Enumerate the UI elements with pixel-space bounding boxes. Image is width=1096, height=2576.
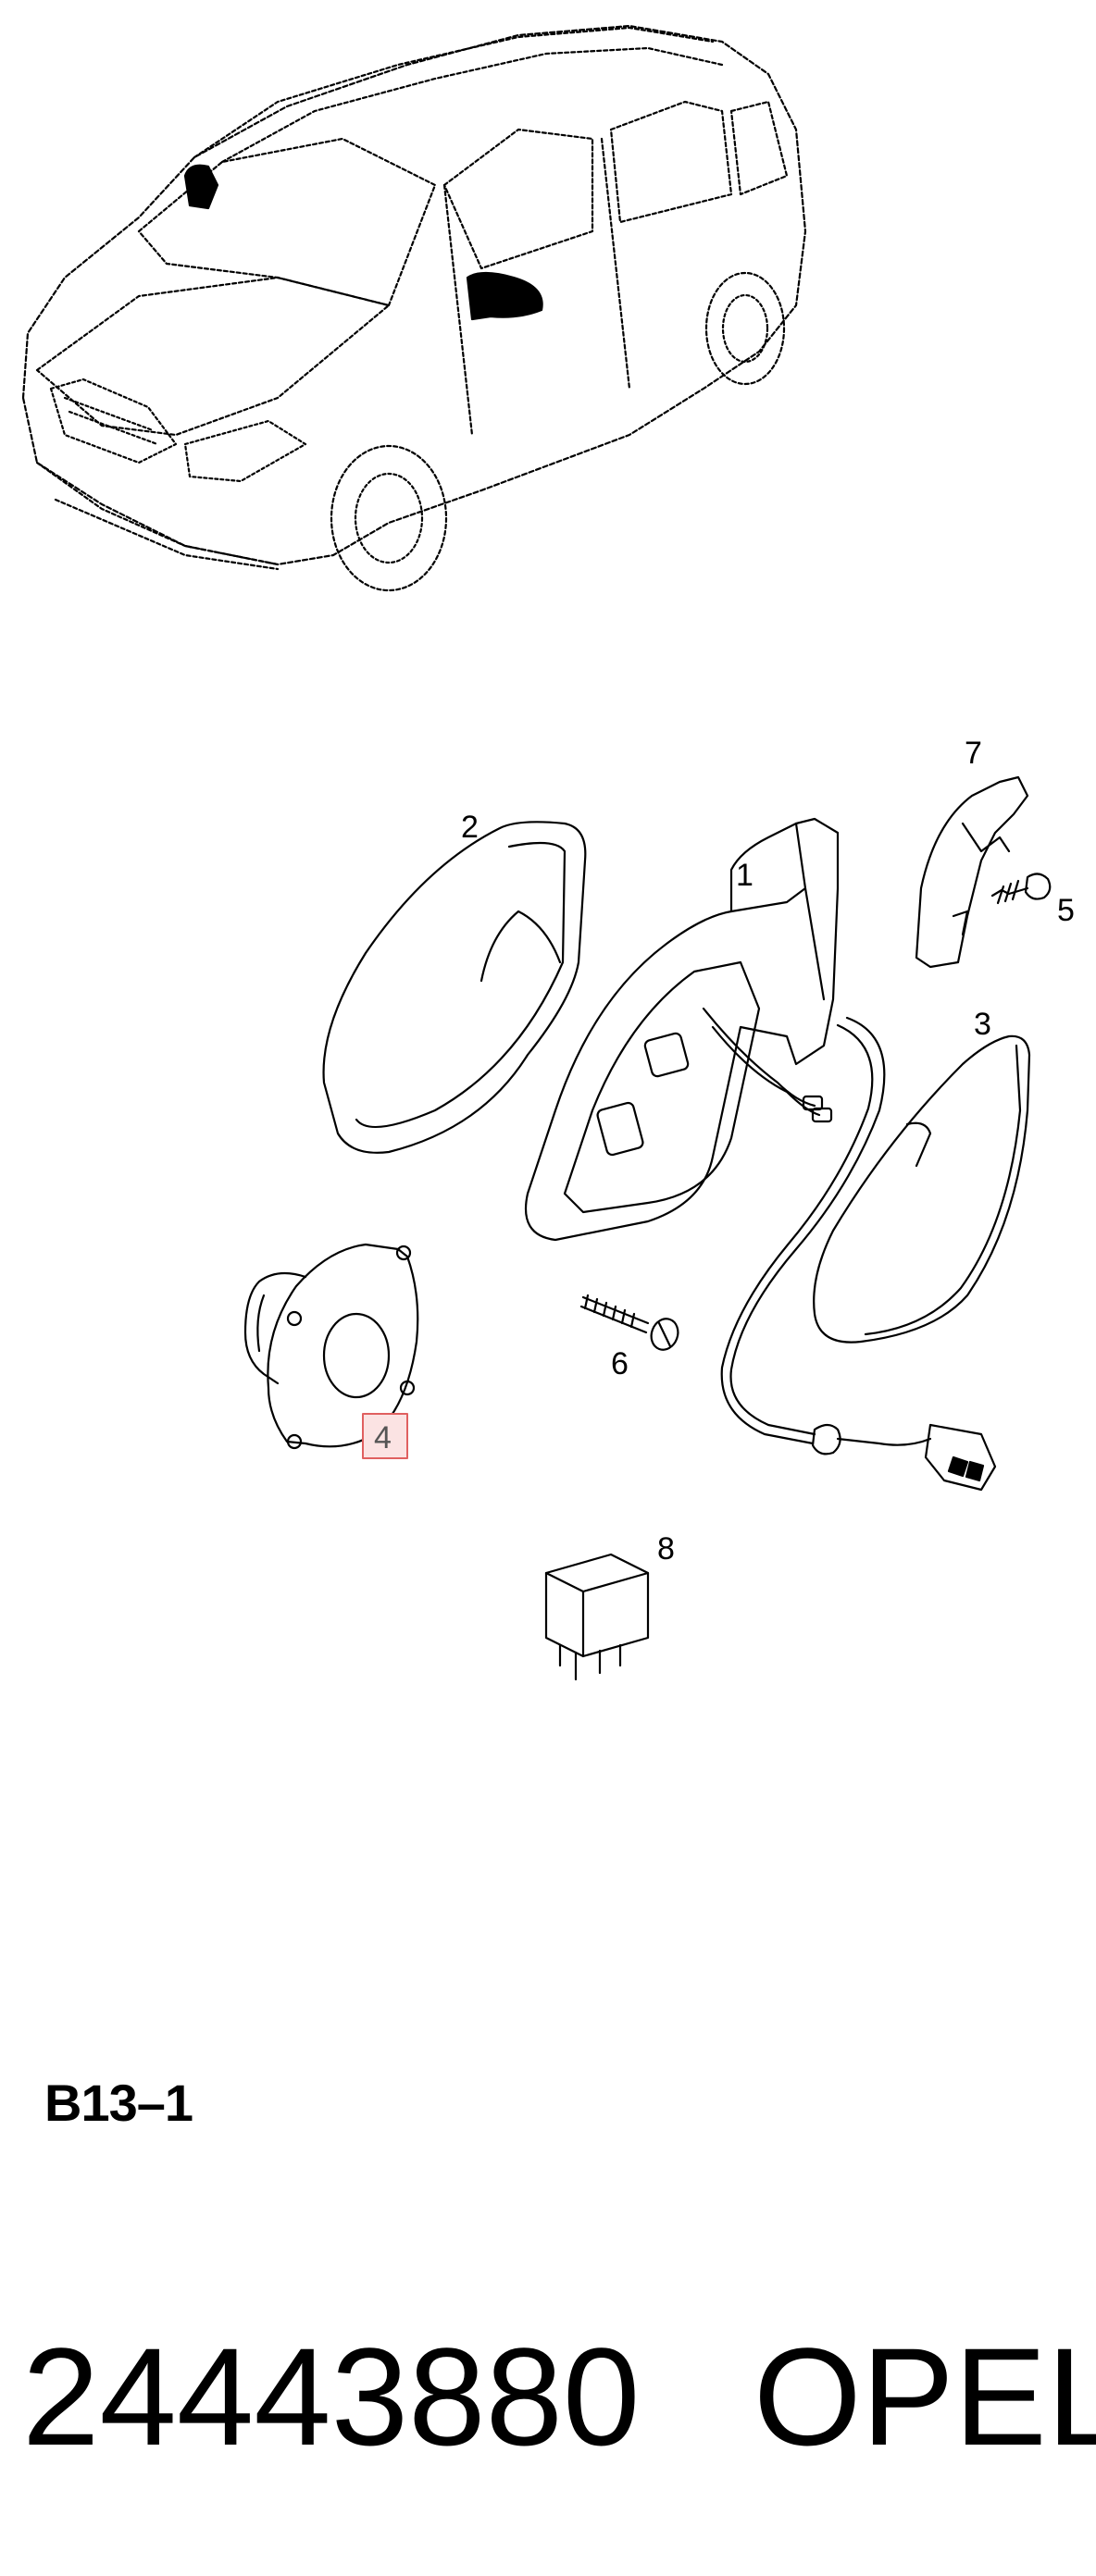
part-cable-connector — [811, 1423, 997, 1492]
callout-highlight-box — [362, 1413, 408, 1459]
callout-4: 4 — [374, 1420, 392, 1455]
part-relay — [544, 1553, 650, 1681]
part-screw-long — [579, 1294, 679, 1351]
vehicle-overview — [21, 24, 807, 592]
part-indicator — [915, 775, 1029, 969]
exploded-parts-diagram: 1 2 3 4 5 6 7 8 — [21, 24, 1075, 1681]
callout-5: 5 — [1057, 893, 1075, 928]
brand-name: OPEL — [754, 2319, 1096, 2474]
page-code: B13–1 — [44, 2074, 193, 2132]
part-number: 24443880 — [22, 2319, 641, 2474]
part-mirror-cover — [322, 821, 587, 1154]
footer: 24443880 OPEL — [22, 2318, 1096, 2475]
callout-7: 7 — [965, 736, 982, 771]
part-motor — [243, 1243, 419, 1450]
callout-2: 2 — [461, 810, 479, 845]
callout-3: 3 — [974, 1007, 991, 1042]
part-mirror-base — [524, 817, 886, 1445]
part-mirror-glass — [813, 1034, 1031, 1344]
part-screw-small — [990, 873, 1052, 905]
callout-6: 6 — [611, 1346, 629, 1381]
callout-1: 1 — [736, 858, 754, 893]
callout-8: 8 — [657, 1531, 675, 1567]
